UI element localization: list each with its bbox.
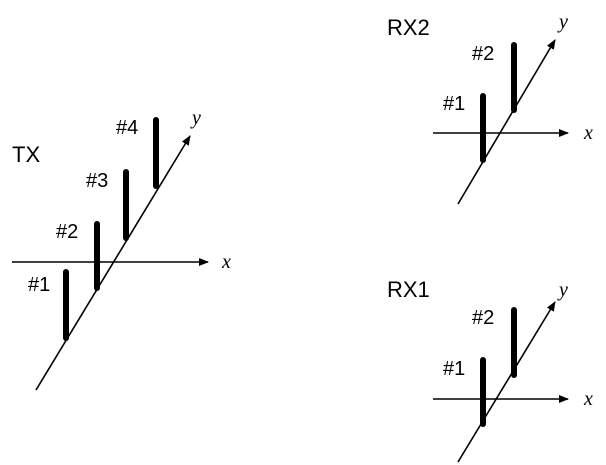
tx-element-2-label: #2 [56,221,78,243]
tx-element-4-label: #4 [116,117,138,139]
tx-y-axis-label: y [190,107,201,129]
rx1-y-axis-label: y [557,279,568,301]
rx2-group: RX2 x y #1 #2 [387,11,593,205]
rx2-element-2-label: #2 [472,43,494,65]
rx2-x-axis-label: x [583,122,593,144]
rx1-y-axis [457,301,556,463]
rx2-title: RX2 [387,15,430,40]
tx-title: TX [12,142,40,167]
rx1-title: RX1 [387,277,430,302]
tx-element-3-label: #3 [86,170,108,192]
rx1-element-2-label: #2 [472,307,494,329]
tx-element-1-label: #1 [28,274,50,296]
tx-group: TX x y #1 #2 #3 #4 [12,107,231,391]
rx2-y-axis-label: y [557,11,568,33]
tx-y-axis [35,135,191,391]
rx1-x-axis-label: x [583,388,593,410]
rx1-group: RX1 x y #1 #2 [387,277,593,463]
tx-x-axis-label: x [221,251,231,273]
rx2-y-axis [457,39,556,205]
rx1-element-1-label: #1 [443,358,465,380]
rx2-element-1-label: #1 [443,93,465,115]
